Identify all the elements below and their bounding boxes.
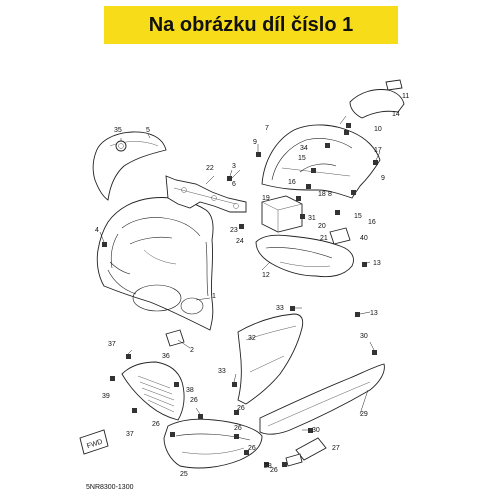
fwd-badge: FWD — [86, 439, 103, 451]
callout-28: 28 — [264, 463, 272, 470]
callout-16a: 16 — [288, 179, 296, 186]
part-leg-shield-32 — [237, 313, 304, 405]
callout-6: 6 — [232, 181, 236, 188]
part-screen-holder — [385, 79, 403, 91]
callout-26f: 26 — [270, 467, 278, 474]
callout-13a: 13 — [373, 260, 381, 267]
callout-38: 38 — [186, 387, 194, 394]
callout-8: 8 — [328, 191, 332, 198]
callout-17: 17 — [374, 147, 382, 154]
callout-22: 22 — [206, 165, 214, 172]
diagram-code: 5NR8300-1300 — [86, 484, 134, 491]
callout-15b: 15 — [354, 213, 362, 220]
callout-1: 1 — [212, 293, 216, 300]
callout-26c: 26 — [237, 405, 245, 412]
callout-39: 39 — [102, 393, 110, 400]
callout-15a: 15 — [298, 155, 306, 162]
callout-37a: 37 — [108, 341, 116, 348]
bolt-markers — [102, 123, 378, 467]
callout-29: 29 — [360, 411, 368, 418]
callout-18: 18 — [318, 191, 326, 198]
part-sheet-2 — [165, 329, 185, 347]
part-mudguard-36 — [121, 361, 185, 421]
part-bracket-22 — [165, 175, 247, 213]
callout-14: 14 — [392, 111, 400, 118]
callout-26e: 26 — [248, 445, 256, 452]
callout-36: 36 — [162, 353, 170, 360]
part-lower-cover-25 — [163, 418, 263, 469]
part-label-40 — [329, 227, 351, 245]
part-cap-35 — [115, 140, 127, 152]
callout-2: 2 — [190, 347, 194, 354]
callout-20: 20 — [318, 223, 326, 230]
callout-26b: 26 — [152, 421, 160, 428]
callout-37b: 37 — [126, 431, 134, 438]
callout-13b: 13 — [370, 310, 378, 317]
callout-7: 7 — [265, 125, 269, 132]
part-front-fender — [92, 131, 167, 201]
callout-16b: 16 — [368, 219, 376, 226]
callout-34: 34 — [300, 145, 308, 152]
part-windshield — [349, 89, 405, 119]
callout-30a: 30 — [360, 333, 368, 340]
callout-9b: 9 — [381, 175, 385, 182]
part-side-cover-29 — [259, 363, 385, 435]
callout-3: 3 — [232, 163, 236, 170]
callout-24: 24 — [236, 238, 244, 245]
part-inner-panel-7 — [261, 124, 381, 199]
callout-5: 5 — [146, 127, 150, 134]
callout-27: 27 — [332, 445, 340, 452]
callout-labels: 1 2 3 4 5 6 7 8 9 9 10 11 12 13 13 14 15… — [95, 93, 409, 478]
callout-9a: 9 — [253, 139, 257, 146]
callout-26a: 26 — [190, 397, 198, 404]
callout-33a: 33 — [276, 305, 284, 312]
callout-40: 40 — [360, 235, 368, 242]
callout-30b: 30 — [312, 427, 320, 434]
header-banner: Na obrázku díl číslo 1 — [104, 6, 398, 44]
callout-4: 4 — [95, 227, 99, 234]
part-box-31 — [261, 195, 303, 233]
callout-23: 23 — [230, 227, 238, 234]
part-piece-28 — [285, 453, 303, 467]
callout-19: 19 — [262, 195, 270, 202]
header-title: Na obrázku díl číslo 1 — [148, 13, 354, 36]
callout-21: 21 — [320, 235, 328, 242]
callout-10: 10 — [374, 126, 382, 133]
part-piece-27 — [295, 437, 327, 461]
callout-25: 25 — [180, 471, 188, 478]
callout-35: 35 — [114, 127, 122, 134]
callout-32: 32 — [248, 335, 256, 342]
callout-11: 11 — [402, 93, 409, 100]
callout-26d: 26 — [234, 425, 242, 432]
callout-33b: 33 — [218, 368, 226, 375]
callout-31: 31 — [308, 215, 316, 222]
callout-12: 12 — [262, 272, 270, 279]
